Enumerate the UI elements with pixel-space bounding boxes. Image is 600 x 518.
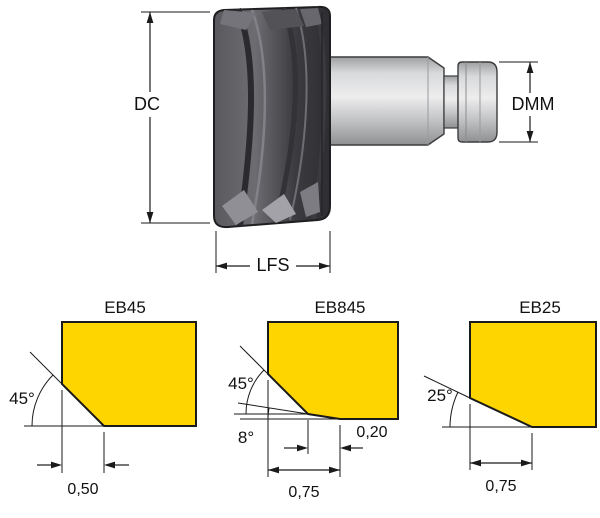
dc-label: DC (134, 94, 160, 114)
profile-title: EB45 (104, 298, 146, 317)
dmm-dimension: DMM (499, 61, 555, 143)
profile-title: EB845 (314, 298, 365, 317)
angle-arc (245, 369, 265, 415)
dimension-label: 0,75 (485, 478, 516, 495)
lfs-label: LFS (256, 255, 289, 275)
angle-label: 45° (228, 374, 254, 393)
profile-eb25: EB25 25° 0,75 (423, 298, 597, 495)
angle-label: 8° (238, 428, 254, 447)
shank-neck-groove (443, 75, 459, 129)
dimension-label: 0,50 (67, 481, 98, 498)
lfs-dimension: LFS (215, 231, 331, 275)
chamfer-profile-shape (61, 321, 197, 427)
shank-end-flange (457, 61, 498, 143)
profile-eb45: EB45 45° 0,50 (9, 298, 197, 498)
angle-arc (31, 374, 54, 427)
tool-drawing: DC DMM LFS (134, 5, 555, 275)
cutting-edge-facet (222, 190, 258, 225)
angle-label: 25° (427, 386, 453, 405)
dmm-label: DMM (512, 94, 555, 114)
tool-shank (327, 56, 498, 146)
profile-title: EB25 (519, 298, 561, 317)
chamfer-profile-shape (469, 321, 597, 428)
chamfer-profile-shape (267, 321, 399, 420)
cutting-edge-facet (300, 182, 320, 217)
cutter-head (213, 5, 331, 229)
dc-dimension: DC (134, 11, 210, 224)
cutting-edge-facet (262, 194, 296, 223)
angle-arc (449, 391, 459, 428)
dimension-label: 0,20 (356, 424, 387, 441)
profile-eb845: EB845 45° 8° 0,20 0,75 (228, 298, 399, 501)
angle-label: 45° (9, 389, 35, 408)
dimension-label: 0,75 (288, 484, 319, 501)
